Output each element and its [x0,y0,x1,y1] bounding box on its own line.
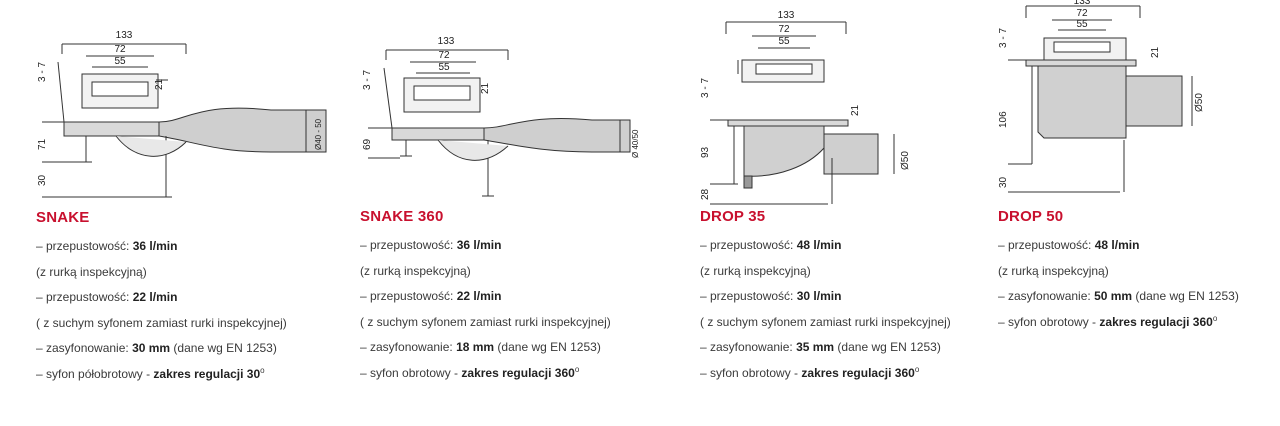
spec-line: (z rurką inspekcyjną) [700,263,811,278]
product-title: SNAKE [36,209,90,226]
snake-info: SNAKE – przepustowość: 36 l/min (z rurką… [36,209,287,386]
dim-body: 69 [362,138,373,150]
spec-line: – zasyfonowanie: 18 mm (dane wg EN 1253) [360,340,601,355]
product-snake: 133 72 55 21 3 - 7 71 30 Ø40 - 50 SNAKE … [36,0,336,426]
spec-line: – przepustowość: 30 l/min [700,289,842,304]
dim-body: 71 [37,138,48,150]
drop-35-svg: 133 72 55 21 3 - 7 93 28 Ø50 [700,10,911,205]
snake-360-svg: 133 72 55 21 3 - 7 69 Ø 40/50 [362,36,640,197]
dim-21: 21 [154,78,165,90]
snake-drawing: 133 72 55 21 3 - 7 71 30 Ø40 - 50 [36,22,336,217]
dim-body: 106 [998,111,1009,128]
snake-svg: 133 72 55 21 3 - 7 71 30 Ø40 - 50 [37,30,327,198]
dim-55: 55 [1076,19,1088,30]
dim-pipe: Ø50 [900,151,911,170]
spec-line: – zasyfonowanie: 30 mm (dane wg EN 1253) [36,341,277,356]
dim-133: 133 [116,30,133,41]
dim-bottom: 28 [700,188,711,200]
dim-72: 72 [778,24,790,35]
spec-line: – syfon obrotowy - zakres regulacji 360o [998,313,1218,329]
drop-50-svg: 133 72 55 21 3 - 7 106 30 Ø50 [998,0,1205,193]
product-title: SNAKE 360 [360,208,444,225]
dim-body: 93 [700,146,711,158]
dim-3-7: 3 - 7 [37,62,48,82]
dim-21: 21 [850,104,861,116]
drop-35-drawing: 133 72 55 21 3 - 7 93 28 Ø50 [698,8,948,213]
spec-line: – przepustowość: 36 l/min [36,239,178,253]
dim-3-7: 3 - 7 [998,28,1009,48]
dim-55: 55 [438,62,450,73]
dim-72: 72 [1076,8,1088,19]
drop-35-info: DROP 35 – przepustowość: 48 l/min (z rur… [700,208,951,385]
dim-133: 133 [438,36,455,47]
dim-21: 21 [1150,46,1161,58]
spec-line: ( z suchym syfonem zamiast rurki inspekc… [360,314,611,329]
product-title: DROP 35 [700,208,766,225]
spec-line: (z rurką inspekcyjną) [36,264,147,279]
snake-360-drawing: 133 72 55 21 3 - 7 69 Ø 40/50 [360,28,660,213]
spec-list: – przepustowość: 36 l/min (z rurką inspe… [360,231,611,385]
dim-55: 55 [114,56,126,67]
dim-72: 72 [114,44,126,55]
spec-list: – przepustowość: 48 l/min (z rurką inspe… [700,231,951,385]
dim-133: 133 [778,10,795,21]
product-title: DROP 50 [998,208,1064,225]
drop-50-drawing: 133 72 55 21 3 - 7 106 30 Ø50 [996,0,1226,205]
dim-133: 133 [1074,0,1091,7]
dim-55: 55 [778,36,790,47]
dim-pipe: Ø50 [1194,93,1205,112]
spec-list: – przepustowość: 36 l/min (z rurką inspe… [36,232,287,386]
spec-line: – przepustowość: 48 l/min [998,238,1140,252]
product-drop-50: 133 72 55 21 3 - 7 106 30 Ø50 DROP 50 – … [996,0,1266,426]
dim-pipe: Ø40 - 50 [314,118,323,150]
dim-3-7: 3 - 7 [700,78,711,98]
spec-line: – przepustowość: 22 l/min [360,289,502,304]
spec-line: – przepustowość: 48 l/min [700,238,842,252]
spec-line: ( z suchym syfonem zamiast rurki inspekc… [36,315,287,330]
spec-line: – przepustowość: 36 l/min [360,238,502,252]
spec-line: – przepustowość: 22 l/min [36,290,178,305]
spec-line: – zasyfonowanie: 50 mm (dane wg EN 1253) [998,289,1239,304]
dim-3-7: 3 - 7 [362,70,373,90]
dim-bottom: 30 [998,176,1009,188]
dim-72: 72 [438,50,450,61]
product-drop-35: 133 72 55 21 3 - 7 93 28 Ø50 DROP 35 – p… [698,0,988,426]
snake-360-info: SNAKE 360 – przepustowość: 36 l/min (z r… [360,208,611,385]
spec-line: – syfon półobrotowy - zakres regulacji 3… [36,365,265,381]
drop-50-info: DROP 50 – przepustowość: 48 l/min (z rur… [998,208,1239,333]
spec-line: – syfon obrotowy - zakres regulacji 360o [360,364,580,380]
dim-21: 21 [480,82,491,94]
dim-bottom: 30 [37,174,48,186]
dim-pipe: Ø 40/50 [631,129,640,158]
spec-line: (z rurką inspekcyjną) [360,263,471,278]
spec-line: – syfon obrotowy - zakres regulacji 360o [700,364,920,380]
product-snake-360: 133 72 55 21 3 - 7 69 Ø 40/50 SNAKE 360 … [360,0,660,426]
spec-line: ( z suchym syfonem zamiast rurki inspekc… [700,314,951,329]
spec-line: (z rurką inspekcyjną) [998,263,1109,278]
spec-list: – przepustowość: 48 l/min (z rurką inspe… [998,231,1239,333]
spec-line: – zasyfonowanie: 35 mm (dane wg EN 1253) [700,340,941,355]
